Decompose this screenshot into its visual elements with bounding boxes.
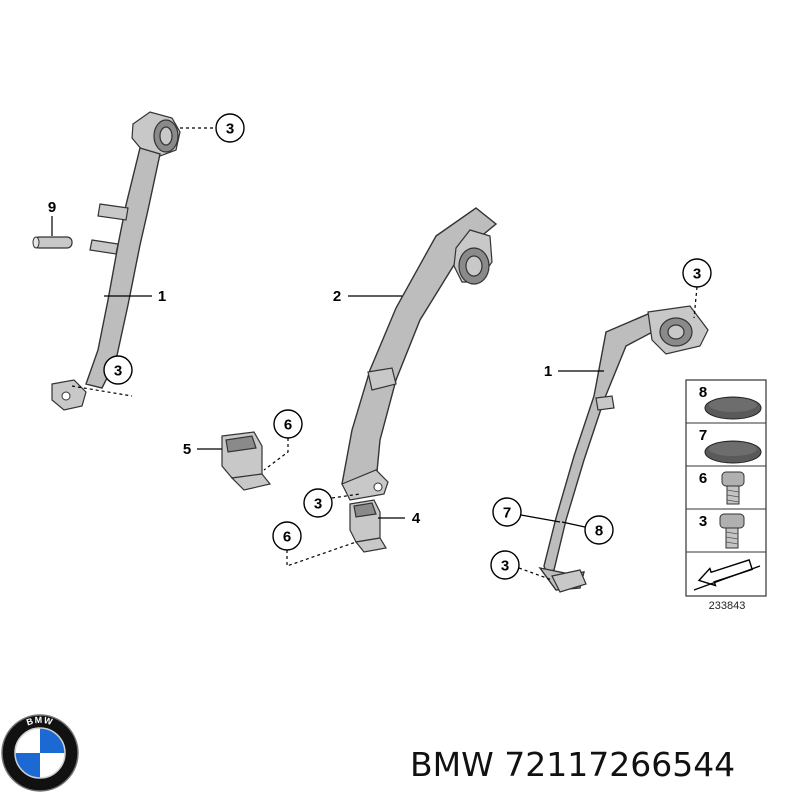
callout-6-upper: 6	[284, 417, 292, 434]
direction-arrow-icon	[693, 559, 761, 591]
left-belt-assembly	[51, 111, 181, 411]
callout-3-right-bottom: 3	[501, 558, 509, 575]
callout-8: 8	[595, 523, 603, 540]
pin-part	[32, 236, 73, 249]
callout-1-left: 1	[158, 288, 166, 305]
part-caption: BMW 72117266544	[410, 745, 735, 784]
legend-label-3: 3	[699, 513, 707, 530]
logo-lettering: BMW	[25, 715, 54, 727]
right-belt-assembly	[538, 305, 709, 593]
legend-label-8: 8	[699, 384, 707, 401]
bmw-logo: BMW	[1, 714, 79, 792]
cap-icon	[704, 440, 762, 464]
legend-label-7: 7	[699, 427, 707, 444]
bolt-icon	[721, 471, 745, 505]
middle-belt-assembly	[341, 207, 498, 501]
callout-3-right-top: 3	[693, 266, 701, 283]
callout-2: 2	[333, 288, 341, 305]
callout-3-left-bottom: 3	[114, 363, 122, 380]
bolt-icon	[719, 513, 745, 549]
buckle-part-5	[221, 431, 272, 491]
diagram-reference-number: 233843	[709, 600, 746, 612]
callout-6-lower: 6	[283, 529, 291, 546]
callout-4: 4	[412, 510, 421, 527]
legend-label-6: 6	[699, 470, 707, 487]
callout-5: 5	[183, 441, 191, 458]
callout-1-right: 1	[544, 363, 552, 380]
callout-3-middle: 3	[314, 496, 322, 513]
parts-legend: 8 7 6 3	[685, 379, 767, 597]
callout-3-top: 3	[226, 121, 234, 138]
buckle-part-4	[349, 499, 387, 553]
cap-icon	[704, 396, 762, 420]
callout-9: 9	[48, 199, 56, 216]
callout-7: 7	[503, 505, 511, 522]
